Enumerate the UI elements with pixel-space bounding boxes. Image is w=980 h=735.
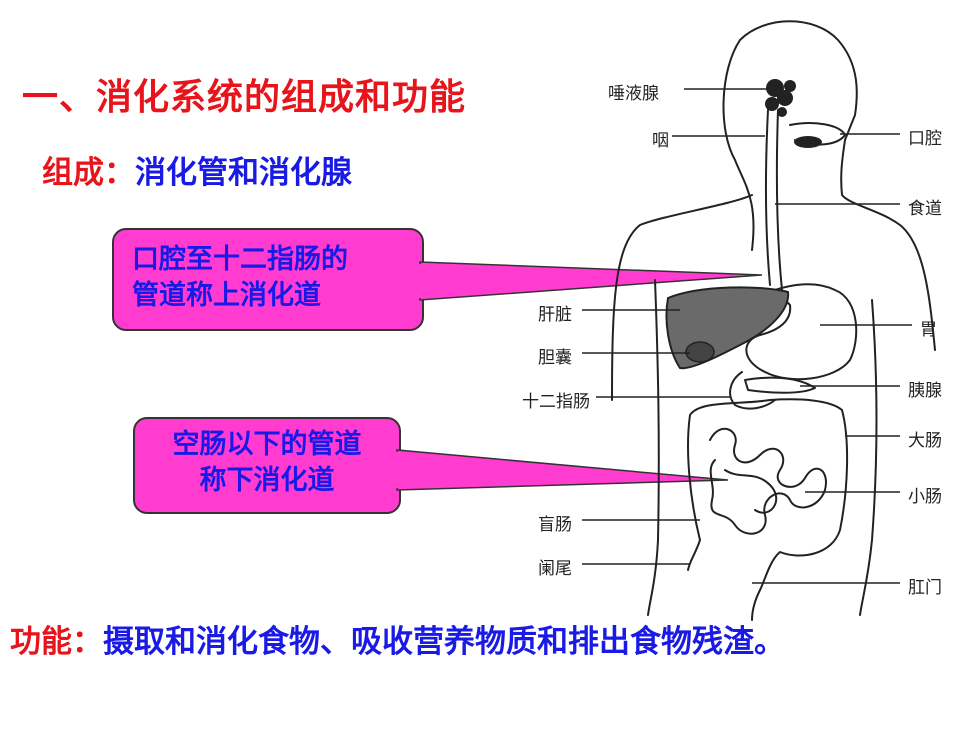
gallbladder-shape bbox=[685, 341, 715, 363]
torso-right bbox=[859, 299, 878, 616]
label-small-intestine: 小肠 bbox=[908, 487, 942, 507]
liver-shape bbox=[665, 286, 790, 370]
upper-callout-line1: 口腔至十二指肠的 bbox=[132, 244, 348, 275]
esophagus-shape bbox=[764, 109, 771, 286]
appendix-shape bbox=[687, 539, 701, 571]
label-pancreas: 胰腺 bbox=[908, 381, 942, 401]
label-appendix: 阑尾 bbox=[538, 559, 572, 579]
lower-callout-line2: 称下消化道 bbox=[199, 465, 335, 496]
pancreas-shape bbox=[744, 376, 816, 394]
label-salivary-gland: 唾液腺 bbox=[608, 84, 659, 104]
label-pharynx: 咽 bbox=[652, 131, 669, 151]
esophagus-shape bbox=[775, 109, 783, 291]
label-anus: 肛门 bbox=[908, 578, 942, 598]
composition-value: 消化管和消化腺 bbox=[135, 155, 352, 191]
small-intestine-shape bbox=[724, 469, 778, 514]
lower-callout-line1: 空肠以下的管道 bbox=[172, 429, 362, 460]
upper-callout-line2: 管道称上消化道 bbox=[132, 280, 321, 311]
large-intestine-shape bbox=[687, 398, 849, 591]
stomach-shape bbox=[745, 283, 858, 381]
torso-left bbox=[647, 279, 660, 616]
salivary-gland-shape bbox=[765, 79, 822, 148]
duodenum-shape bbox=[729, 371, 776, 410]
body-outline-left bbox=[611, 194, 753, 401]
seam-cover bbox=[416, 264, 424, 298]
lower-callout-pointer bbox=[396, 449, 729, 491]
function-value: 摄取和消化食物、吸收营养物质和排出食物残渣。 bbox=[103, 624, 785, 660]
label-liver: 肝脏 bbox=[538, 305, 572, 325]
label-esophagus: 食道 bbox=[908, 199, 942, 219]
label-gallbladder: 胆囊 bbox=[538, 348, 572, 368]
function-label: 功能： bbox=[10, 624, 103, 660]
label-duodenum: 十二指肠 bbox=[522, 392, 590, 412]
composition-line: 组成：消化管和消化腺 bbox=[42, 147, 352, 192]
composition-label: 组成： bbox=[42, 155, 135, 191]
function-line: 功能：摄取和消化食物、吸收营养物质和排出食物残渣。 bbox=[10, 616, 785, 661]
label-large-intestine: 大肠 bbox=[908, 431, 942, 451]
small-intestine-shape bbox=[709, 427, 827, 535]
page-title: 一、消化系统的组成和功能 bbox=[22, 77, 467, 118]
rectum-shape bbox=[751, 589, 761, 621]
label-stomach: 胃 bbox=[920, 320, 937, 340]
seam-cover bbox=[393, 452, 401, 488]
body-outline-right bbox=[722, 20, 936, 351]
label-oral-cavity: 口腔 bbox=[908, 129, 942, 149]
label-cecum: 盲肠 bbox=[538, 515, 572, 535]
